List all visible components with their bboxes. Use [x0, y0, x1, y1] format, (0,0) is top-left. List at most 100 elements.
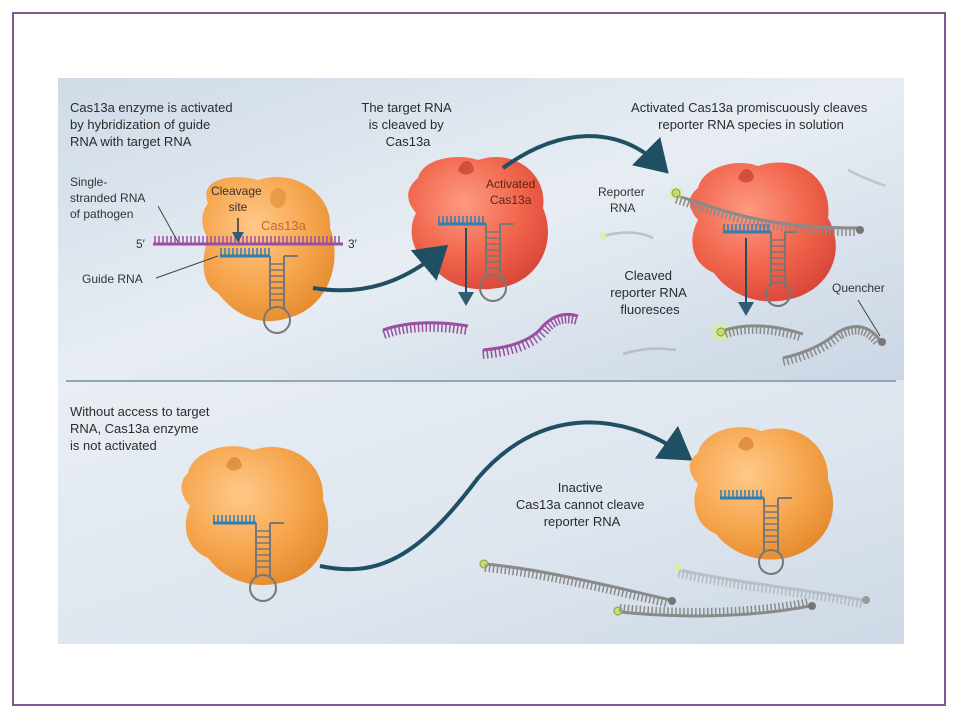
rna-base-tick: [808, 591, 811, 600]
rna-base-tick: [778, 328, 782, 337]
rna-base-tick: [574, 578, 578, 587]
rna-base-tick: [764, 220, 768, 229]
rna-base-tick: [846, 327, 851, 336]
rna-base-tick: [513, 343, 518, 353]
rna-base-tick: [507, 566, 511, 575]
rna-base-tick: [766, 326, 770, 335]
rna-base-tick: [843, 596, 847, 605]
rna-base-tick: [748, 217, 752, 226]
rna-base-tick: [860, 327, 865, 336]
guide-rna-ticks: [220, 248, 270, 256]
rna-base-tick: [850, 326, 854, 335]
rna-base-tick: [531, 335, 539, 344]
rna-base-tick: [640, 593, 644, 602]
step1-caption: Cas13a enzyme is activated by hybridizat…: [70, 100, 236, 149]
step3-guide-ticks: [723, 224, 769, 232]
rna-base-tick: [804, 225, 807, 234]
rna-base-tick: [868, 332, 875, 340]
rna-base-tick: [488, 564, 491, 573]
diagram-panel: Cas13a enzyme is activated by hybridizat…: [58, 78, 904, 644]
rna-base-tick: [805, 350, 810, 359]
rna-base-tick: [570, 314, 574, 324]
rna-base-tick: [720, 210, 725, 219]
rna-base-tick: [505, 346, 510, 356]
bg-reporter-2: [622, 347, 677, 356]
rna-base-tick: [543, 572, 547, 581]
rna-base-tick: [760, 584, 764, 593]
rna-base-tick: [819, 343, 825, 352]
rna-base-tick: [492, 564, 495, 573]
cleavage-site-label: Cleavage site: [211, 184, 265, 214]
reporter-rna-strand: [677, 194, 859, 230]
rna-base-tick: [754, 605, 757, 614]
rna-base-tick: [728, 328, 732, 337]
cleaved-reporter-label: Cleaved reporter RNA fluoresces: [610, 268, 690, 317]
rna-base-tick: [732, 213, 736, 222]
rna-base-tick: [463, 325, 467, 335]
rna-base-tick: [405, 324, 409, 334]
rna-base-tick: [498, 347, 502, 357]
rna-base-tick: [784, 587, 788, 596]
rna-base-tick: [558, 575, 562, 584]
rna-base-tick: [774, 327, 778, 336]
rna-base-tick: [621, 588, 625, 598]
rna-base-tick: [448, 323, 451, 333]
rna-base-tick: [847, 597, 851, 606]
rna-base-tick: [619, 603, 622, 613]
rna-base-tick: [417, 323, 420, 333]
rna-base-tick: [768, 221, 772, 230]
rna-base-tick: [554, 574, 558, 583]
rna-base-tick: [763, 326, 766, 335]
rna-base-tick: [740, 581, 744, 590]
rna-base-tick: [401, 324, 405, 335]
rna-base-tick: [625, 589, 629, 598]
rna-base-tick: [550, 573, 554, 583]
rna-base-tick: [772, 222, 776, 231]
rna-base-tick: [678, 196, 683, 206]
rna-base-tick: [740, 215, 744, 224]
rna-base-tick: [804, 590, 808, 599]
rna-base-tick: [705, 205, 710, 214]
reporter-ticks: [484, 195, 880, 616]
rna-base-tick: [496, 565, 499, 574]
rna-base-tick: [570, 577, 574, 586]
rna-base-tick: [752, 583, 756, 592]
rna-base-tick: [729, 579, 732, 588]
rna-base-tick: [709, 576, 713, 585]
rna-base-tick: [839, 596, 843, 605]
cleaved-reporter-fluorophore: [716, 327, 726, 337]
rna-base-tick: [736, 214, 740, 223]
rna-base-tick: [773, 603, 777, 612]
rna-base-tick: [632, 591, 637, 600]
rna-base-tick: [812, 591, 815, 600]
bottom-left-hairpin-rungs: [256, 530, 270, 568]
rna-base-tick: [739, 326, 743, 335]
rna-base-tick: [760, 219, 764, 229]
step2-caption: The target RNA is cleaved by Cas13a: [361, 100, 454, 149]
rna-base-tick: [635, 605, 638, 614]
rna-base-tick: [386, 328, 391, 338]
rna-base-tick: [636, 592, 640, 601]
rna-base-tick: [782, 357, 786, 366]
rna-base-tick: [701, 574, 705, 583]
step2-to-step3-arrow: [501, 134, 669, 174]
rna-base-tick: [756, 219, 760, 228]
rna-base-tick: [743, 326, 747, 335]
guide-rna-label: Guide RNA: [82, 272, 143, 286]
rna-base-tick: [382, 329, 387, 339]
bg-reporter-1: [602, 231, 654, 240]
five-prime-label: 5′: [136, 237, 146, 251]
step1-to-step2-arrow: [312, 244, 449, 293]
rna-base-tick: [797, 599, 801, 609]
bottom-right-guide-ticks: [720, 490, 762, 498]
rna-base-tick: [693, 573, 697, 582]
rna-base-tick: [793, 600, 797, 609]
rna-base-tick: [790, 355, 794, 364]
rna-base-tick: [820, 593, 823, 602]
rna-base-tick: [746, 606, 749, 615]
rna-base-tick: [639, 605, 642, 614]
rna-base-tick: [792, 224, 795, 233]
rna-base-tick: [808, 349, 814, 358]
rna-base-tick: [456, 324, 459, 334]
rna-base-tick: [397, 325, 401, 335]
